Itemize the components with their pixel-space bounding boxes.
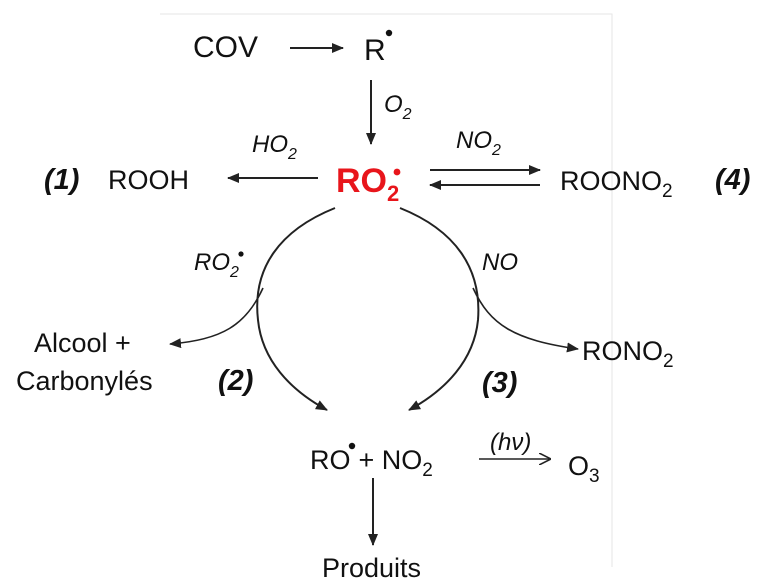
o2-reagent-label: O2: [384, 91, 412, 123]
arc-pathway-2: [256, 207, 336, 411]
rooh-label: ROOH: [108, 165, 189, 195]
arrow-to-rono2: [472, 287, 579, 353]
pathway-2-label: (2): [218, 365, 253, 397]
pathway-4-label: (4): [715, 164, 750, 196]
roono2-label: ROONO2: [560, 166, 673, 202]
cov-label: COV: [193, 31, 258, 64]
hv-label: (hν): [490, 429, 531, 456]
frame-edge: [160, 13, 613, 567]
ro2-radical-dot: [393, 168, 401, 176]
pathway-1-label: (1): [44, 164, 79, 196]
o3-label: O3: [568, 451, 600, 487]
no-reagent-label: NO: [482, 249, 518, 276]
ho2-reagent-label: HO2: [252, 131, 297, 163]
ro-radical-dot: [348, 442, 356, 450]
arrow-to-alcool-carbonyles: [169, 287, 264, 349]
no2-reagent-label: NO2: [456, 127, 501, 159]
r-radical-dot: [385, 29, 393, 37]
ro2-radical-central: RO2: [336, 162, 399, 206]
arc-pathway-3: [399, 207, 480, 411]
ro2-reagent-label: RO2: [194, 249, 239, 281]
rono2-label: RONO2: [582, 336, 674, 372]
alcool-label: Alcool +: [34, 328, 131, 358]
produits-label: Produits: [322, 553, 421, 583]
ro2-reagent-dot: [238, 251, 244, 257]
pathway-3-label: (3): [482, 367, 517, 399]
ro-no2-product: RO+ NO2: [310, 445, 433, 481]
carbonyles-label: Carbonylés: [16, 366, 153, 396]
r-radical-label: R: [364, 34, 386, 67]
